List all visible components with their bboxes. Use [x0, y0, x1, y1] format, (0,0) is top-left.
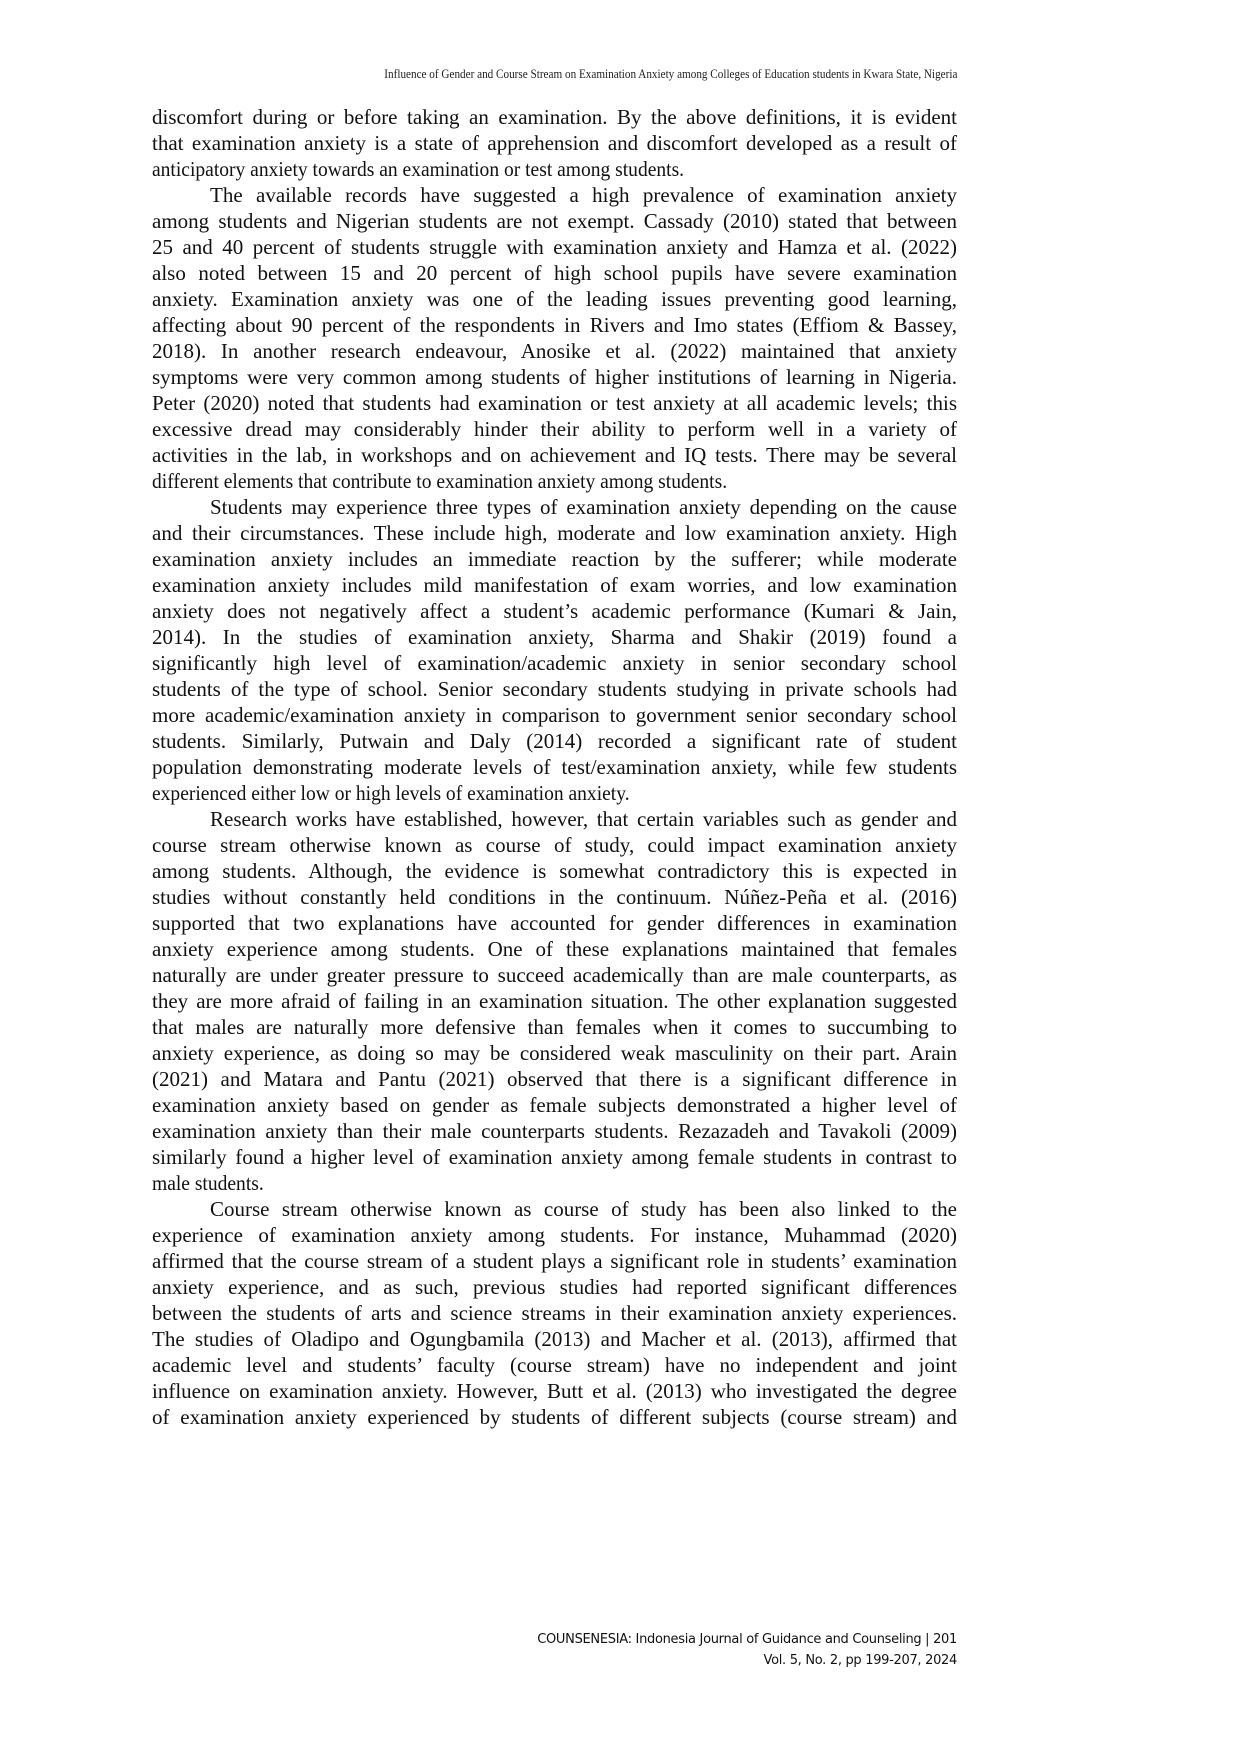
text-line: anxiety experience, and as such, previou… [152, 1275, 957, 1299]
text-line: students. Similarly, Putwain and Daly (2… [152, 729, 957, 753]
text-line: examination anxiety based on gender as f… [152, 1093, 957, 1117]
text-line: discomfort during or before taking an ex… [152, 105, 957, 129]
text-line: experienced either low or high levels of… [152, 781, 630, 805]
text-line: different elements that contribute to ex… [152, 469, 728, 493]
footer-journal-name-page: COUNSENESIA: Indonesia Journal of Guidan… [537, 1632, 957, 1647]
text-line: students of the type of school. Senior s… [152, 677, 957, 701]
text-line: (2021) and Matara and Pantu (2021) obser… [152, 1067, 957, 1091]
text-line: population demonstrating moderate levels… [152, 755, 957, 779]
text-line: activities in the lab, in workshops and … [152, 443, 957, 467]
text-line: examination anxiety includes an immediat… [152, 547, 957, 571]
text-line: examination anxiety than their male coun… [152, 1119, 957, 1143]
text-line: anxiety experience among students. One o… [152, 937, 957, 961]
article-body-text: discomfort during or before taking an ex… [152, 104, 957, 1430]
journal-footer: COUNSENESIA: Indonesia Journal of Guidan… [537, 1629, 957, 1671]
text-line: The available records have suggested a h… [210, 183, 957, 207]
text-line: naturally are under greater pressure to … [152, 963, 957, 987]
text-line: that males are naturally more defensive … [152, 1015, 957, 1039]
text-line: Peter (2020) noted that students had exa… [152, 391, 957, 415]
text-line: examination anxiety includes mild manife… [152, 573, 957, 597]
text-line: Students may experience three types of e… [210, 495, 957, 519]
text-line: they are more afraid of failing in an ex… [152, 989, 957, 1013]
text-line: Course stream otherwise known as course … [210, 1197, 957, 1221]
text-line: more academic/examination anxiety in com… [152, 703, 957, 727]
text-line: among students. Although, the evidence i… [152, 859, 957, 883]
text-line: among students and Nigerian students are… [152, 209, 957, 233]
text-line: course stream otherwise known as course … [152, 833, 957, 857]
text-line: of examination anxiety experienced by st… [152, 1405, 957, 1429]
text-line: affecting about 90 percent of the respon… [152, 313, 957, 337]
running-header-title: Influence of Gender and Course Stream on… [383, 66, 957, 81]
paragraph: Research works have established, however… [152, 806, 957, 1196]
text-line: studies without constantly held conditio… [152, 885, 957, 909]
text-line: excessive dread may considerably hinder … [152, 417, 957, 441]
text-line: anticipatory anxiety towards an examinat… [152, 157, 685, 181]
text-line: affirmed that the course stream of a stu… [152, 1249, 957, 1273]
text-line: anxiety experience, as doing so may be c… [152, 1041, 957, 1065]
text-line: experience of examination anxiety among … [152, 1223, 957, 1247]
text-line: anxiety does not negatively affect a stu… [152, 599, 957, 623]
text-line: male students. [152, 1171, 264, 1195]
text-line: similarly found a higher level of examin… [152, 1145, 957, 1169]
text-line: symptoms were very common among students… [152, 365, 957, 389]
paragraph: Course stream otherwise known as course … [152, 1196, 957, 1430]
text-line: and their circumstances. These include h… [152, 521, 957, 545]
paragraph: The available records have suggested a h… [152, 182, 957, 494]
text-line: 25 and 40 percent of students struggle w… [152, 235, 957, 259]
text-line: academic level and students’ faculty (co… [152, 1353, 957, 1377]
text-line: supported that two explanations have acc… [152, 911, 957, 935]
footer-volume-info: Vol. 5, No. 2, pp 199-207, 2024 [763, 1653, 957, 1668]
text-line: 2014). In the studies of examination anx… [152, 625, 957, 649]
paragraph: Students may experience three types of e… [152, 494, 957, 806]
text-line: anxiety. Examination anxiety was one of … [152, 287, 957, 311]
text-line: The studies of Oladipo and Ogungbamila (… [152, 1327, 957, 1351]
text-line: significantly high level of examination/… [152, 651, 957, 675]
paragraph: discomfort during or before taking an ex… [152, 104, 957, 182]
text-line: influence on examination anxiety. Howeve… [152, 1379, 957, 1403]
text-line: between the students of arts and science… [152, 1301, 957, 1325]
text-line: also noted between 15 and 20 percent of … [152, 261, 957, 285]
text-line: 2018). In another research endeavour, An… [152, 339, 957, 363]
text-line: that examination anxiety is a state of a… [152, 131, 957, 155]
text-line: Research works have established, however… [210, 807, 957, 831]
